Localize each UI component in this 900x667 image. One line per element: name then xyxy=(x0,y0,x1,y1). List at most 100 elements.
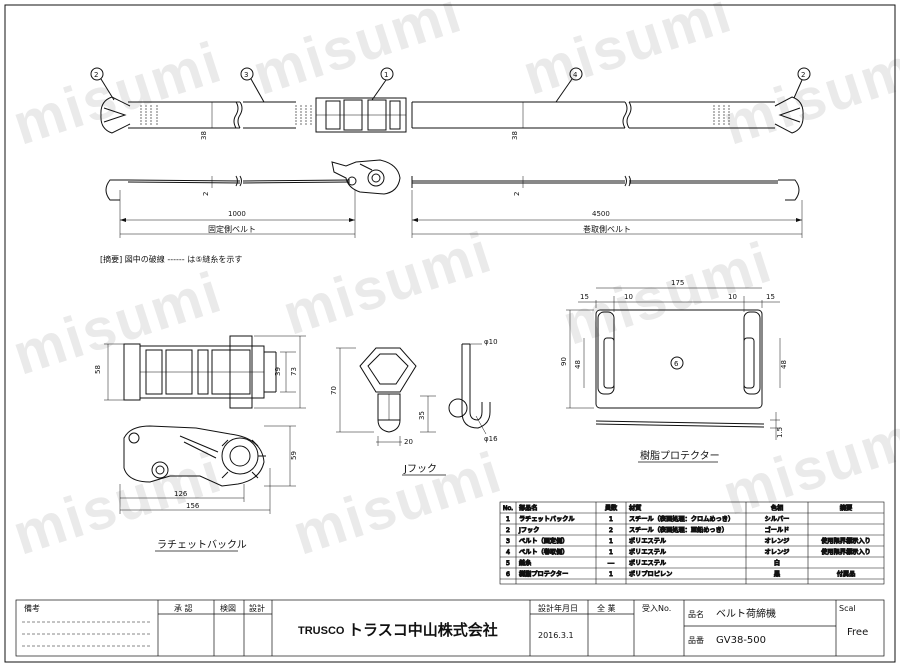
dim-fixed-length: 1000 xyxy=(228,210,246,218)
table-cell: ポリエステル xyxy=(629,548,666,556)
title-block xyxy=(15,599,885,657)
brand-logo: TRUSCO xyxy=(298,625,345,637)
table-cell: 使用限界標示入り xyxy=(821,548,871,556)
product-name-label: 品名 xyxy=(688,609,704,619)
drawing-frame xyxy=(4,4,896,663)
design-date-label: 設計年月日 xyxy=(538,603,578,613)
balloon-2-right: 2 xyxy=(801,71,805,79)
dim-thickness-right: 2 xyxy=(513,192,521,196)
product-code-label: 品番 xyxy=(688,635,704,645)
dim-protector-10-right: 10 xyxy=(728,293,737,301)
table-header-cell: No. xyxy=(503,505,513,512)
belt-top-view xyxy=(100,96,804,134)
dim-belt-width-right: 38 xyxy=(511,131,519,140)
table-cell: シルバー xyxy=(765,516,790,523)
design-date: 2016.3.1 xyxy=(538,631,574,640)
scale-label: Scal xyxy=(839,604,856,613)
scale-value: Free xyxy=(847,627,868,638)
balloon-6: 6 xyxy=(674,360,679,368)
dim-buckle-58: 58 xyxy=(94,365,102,374)
table-header-cell: 材質 xyxy=(629,504,641,512)
balloon-1: 1 xyxy=(384,71,388,79)
dim-buckle-59: 59 xyxy=(290,451,298,460)
table-cell: 白 xyxy=(774,559,780,567)
dim-thickness-left: 2 xyxy=(202,192,210,196)
dim-buckle-156: 156 xyxy=(186,502,200,510)
table-cell: 1 xyxy=(609,516,613,523)
dim-buckle-126: 126 xyxy=(174,490,188,498)
dim-protector-15-right: 15 xyxy=(766,293,775,301)
dim-protector-thickness: 1.5 xyxy=(776,427,784,438)
ratchet-caption: ラチェットバックル xyxy=(157,539,247,551)
table-cell: 4 xyxy=(506,549,510,556)
hook-caption: Jフック xyxy=(403,463,437,475)
company-name: トラスコ中山株式会社 xyxy=(348,621,498,639)
table-cell: ポリプロピレン xyxy=(629,570,672,578)
table-cell: ― xyxy=(608,560,615,567)
table-cell: オレンジ xyxy=(765,549,790,556)
table-header-cell: 色相 xyxy=(771,504,783,512)
dim-protector-48-right: 48 xyxy=(780,360,788,369)
table-cell: 黒 xyxy=(774,571,780,578)
balloon-2-left: 2 xyxy=(94,71,98,79)
table-cell: 縫糸 xyxy=(519,559,531,567)
table-cell: 1 xyxy=(609,571,613,578)
table-cell: スチール（表面処理：クロムめっき） xyxy=(629,515,734,523)
dim-hook-70: 70 xyxy=(330,386,338,395)
table-header-cell: 員数 xyxy=(605,504,618,512)
dim-buckle-39: 39 xyxy=(274,367,282,376)
table-cell: ベルト（巻取側） xyxy=(519,548,569,556)
balloons xyxy=(90,67,811,103)
table-cell: 付属品 xyxy=(837,570,856,578)
dim-protector-175: 175 xyxy=(671,279,684,287)
wind-belt-label: 巻取側ベルト xyxy=(583,224,631,234)
dim-buckle-73: 73 xyxy=(290,367,298,376)
table-cell: ポリエステル xyxy=(629,537,666,545)
remarks-label: 備考 xyxy=(24,603,40,613)
table-cell: 2 xyxy=(609,527,613,534)
protector-caption: 樹脂プロテクター xyxy=(640,449,720,462)
order-no-label: 受入No. xyxy=(642,603,671,613)
table-cell: スチール（表面処理：亜鉛めっき） xyxy=(629,526,728,534)
j-hook-drawing xyxy=(336,343,491,446)
product-name: ベルト荷締機 xyxy=(716,607,776,620)
dim-hook-35: 35 xyxy=(418,411,426,420)
belt-side-view xyxy=(105,159,803,238)
table-cell: 使用限界標示入り xyxy=(821,537,871,545)
protector-drawing xyxy=(566,287,781,440)
product-code: GV38-500 xyxy=(716,635,766,646)
note-text: [摘要] 図中の破線 ------ は⑤縫糸を示す xyxy=(100,254,242,264)
table-cell: 6 xyxy=(506,571,510,578)
dim-protector-10-left: 10 xyxy=(624,293,633,301)
balloon-3: 3 xyxy=(244,71,248,79)
table-cell: 1 xyxy=(609,549,613,556)
parts-table xyxy=(499,501,885,585)
table-cell: 3 xyxy=(506,538,510,545)
table-cell: 1 xyxy=(609,538,613,545)
design-label: 設計 xyxy=(249,603,265,613)
table-cell: Jフック xyxy=(518,527,539,534)
table-cell: 5 xyxy=(506,560,510,567)
table-cell: ベルト（固定側） xyxy=(519,537,569,545)
dim-protector-48-left: 48 xyxy=(574,360,582,369)
dim-wind-length: 4500 xyxy=(592,210,610,218)
fixed-belt-label: 固定側ベルト xyxy=(208,224,256,234)
balloon-4: 4 xyxy=(573,71,578,79)
table-cell: オレンジ xyxy=(765,538,790,545)
dim-protector-15-left: 15 xyxy=(580,293,589,301)
table-header-cell: 部品名 xyxy=(519,504,538,512)
dim-hook-phi10: φ10 xyxy=(484,338,498,346)
table-cell: ポリエステル xyxy=(629,559,666,567)
dim-hook-phi16: φ16 xyxy=(484,435,498,443)
revision-label: 全 業 xyxy=(597,603,616,613)
table-cell: 2 xyxy=(506,527,510,534)
table-cell: ゴールド xyxy=(765,526,790,534)
approval-label: 承 認 xyxy=(174,603,193,613)
dim-belt-width-left: 38 xyxy=(200,131,208,140)
ratchet-buckle-drawing xyxy=(104,335,306,514)
table-cell: 1 xyxy=(506,516,510,523)
dim-protector-90: 90 xyxy=(560,357,568,366)
dim-hook-20: 20 xyxy=(404,438,413,446)
